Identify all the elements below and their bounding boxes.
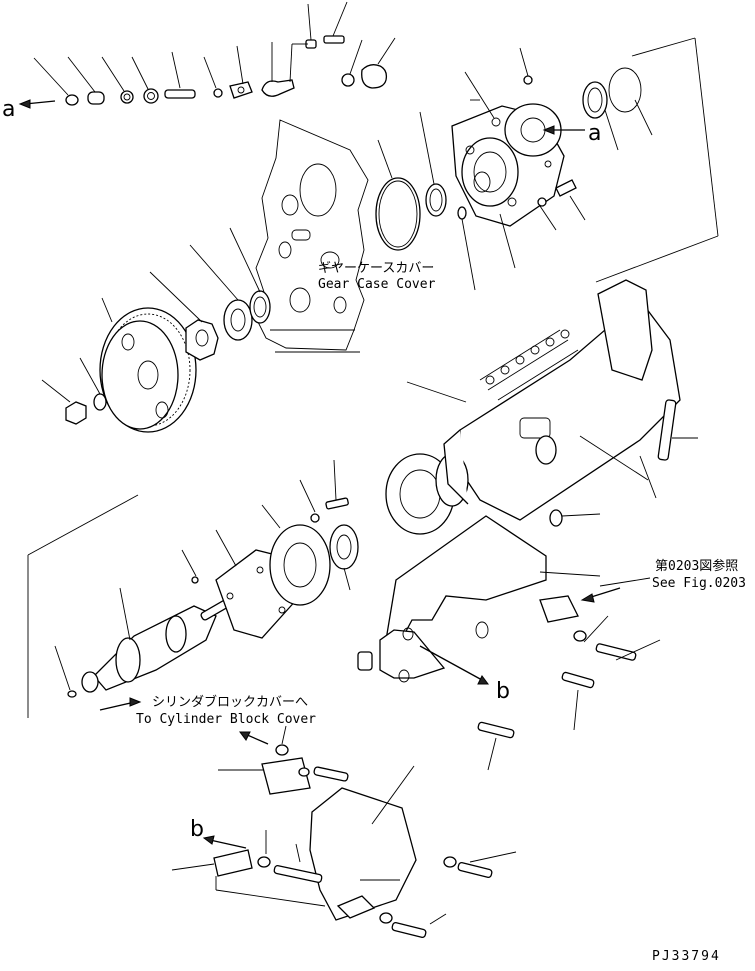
drive-shaft-group: シリンダブロックカバーへ To Cylinder Block Cover [27, 459, 359, 727]
gear-case-cover: ギヤーケースカバー Gear Case Cover [255, 111, 447, 353]
ref-a-right: a [588, 121, 601, 146]
cylinder-block-label-jp: シリンダブロックカバーへ [152, 694, 308, 710]
see-fig-label-jp: 第0203図参照 [655, 558, 738, 574]
cylinder-block-label-en: To Cylinder Block Cover [136, 712, 316, 727]
pump-bracket: 第0203図参照 See Fig.0203 [357, 515, 746, 771]
ref-a-left: a [2, 97, 15, 122]
gear-case-cover-label-jp: ギヤーケースカバー [318, 261, 434, 276]
lower-bracket-group [171, 725, 517, 939]
ref-b-mid: b [496, 679, 510, 704]
pump-drive-housing [451, 37, 719, 291]
see-fig-label-en: See Fig.0203 [652, 576, 746, 591]
drawing-number: PJ33794 [652, 949, 721, 964]
drive-gear-group [41, 227, 271, 433]
top-left-parts-row [18, 1, 396, 109]
ref-b-bottom: b [190, 817, 204, 842]
injection-pump [385, 279, 698, 535]
gear-case-cover-label-en: Gear Case Cover [318, 277, 436, 292]
